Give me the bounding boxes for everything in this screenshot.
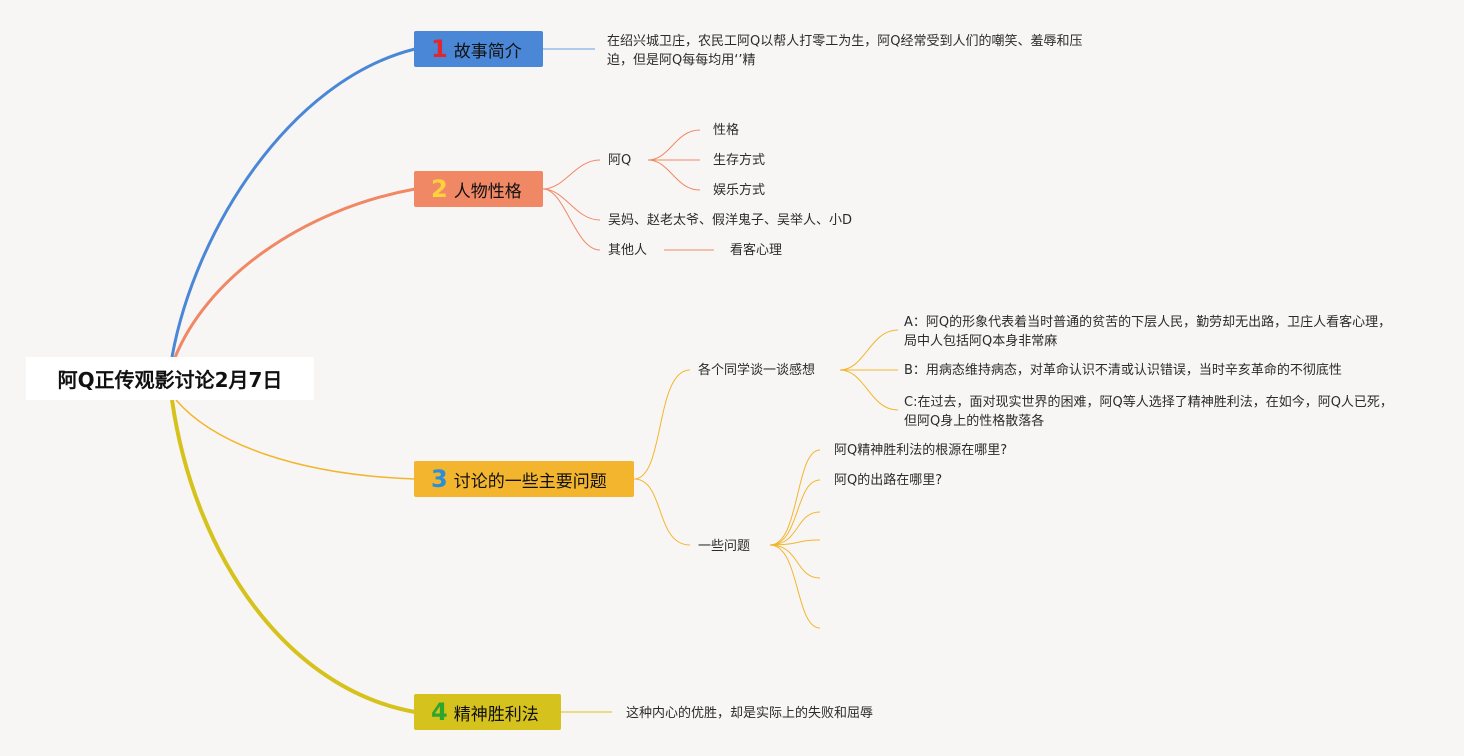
branch-number-3: 3 xyxy=(431,465,448,493)
branch-label: 讨论的一些主要问题 xyxy=(453,471,607,492)
spiritual-victory-text[interactable]: 这种内心的优胜，却是实际上的失败和屈辱 xyxy=(626,706,874,721)
connector-questions-blank-1 xyxy=(769,511,821,546)
connector-branch2-characters xyxy=(542,188,601,221)
connector-branch2-others xyxy=(542,188,601,251)
connector-root-branch3 xyxy=(175,399,416,480)
connector-root-branch1 xyxy=(170,47,416,358)
connector-aq-personality xyxy=(647,129,701,161)
connector-questions-q1 xyxy=(769,449,821,546)
connector-questions-blank-2 xyxy=(769,539,821,546)
node-entertainment-way[interactable]: 娱乐方式 xyxy=(713,183,766,198)
connector-root-branch4 xyxy=(170,399,416,714)
node-some-questions[interactable]: 一些问题 xyxy=(698,539,751,554)
connector-questions-blank-4 xyxy=(769,544,821,629)
feeling-b[interactable]: B：用病态维持病态，对革命认识不清或认识错误，当时辛亥革命的不彻底性 xyxy=(904,363,1342,378)
branch-label: 精神胜利法 xyxy=(453,704,539,725)
branch-label: 故事简介 xyxy=(453,41,522,62)
feeling-c[interactable]: C:在过去，面对现实世界的困难，阿Q等人选择了精神胜利法，在如今，阿Q人已死，但… xyxy=(904,395,1393,429)
branch-number-4: 4 xyxy=(431,698,448,726)
branch-spiritual-victory[interactable]: 4 精神胜利法 xyxy=(414,694,561,730)
question-1[interactable]: 阿Q精神胜利法的根源在哪里? xyxy=(834,443,1008,458)
feeling-a[interactable]: A：阿Q的形象代表着当时普通的贫苦的下层人民，勤劳却无出路，卫庄人看客心理，局中… xyxy=(904,315,1392,349)
node-spectator-mentality[interactable]: 看客心理 xyxy=(730,243,783,258)
connector-questions-blank-3 xyxy=(769,544,821,579)
root-title[interactable]: 阿Q正传观影讨论2月7日 xyxy=(26,357,314,400)
connector-questions-q2 xyxy=(769,479,821,546)
branch-number-2: 2 xyxy=(431,175,448,203)
branch-main-questions[interactable]: 3 讨论的一些主要问题 xyxy=(414,461,634,497)
connector-root-branch2 xyxy=(172,187,416,361)
branch-character-personality[interactable]: 2 人物性格 xyxy=(414,171,543,207)
connector-aq-entertainment xyxy=(647,159,701,191)
connector-branch2-aq xyxy=(542,159,601,190)
story-summary-text[interactable]: 在绍兴城卫庄，农民工阿Q以帮人打零工为生，阿Q经常受到人们的嘲笑、羞辱和压迫，但… xyxy=(607,34,1083,68)
connector-feelings-a xyxy=(839,329,899,371)
node-others[interactable]: 其他人 xyxy=(608,243,648,258)
branch-story-summary[interactable]: 1 故事简介 xyxy=(414,31,543,67)
branch-label: 人物性格 xyxy=(453,181,522,202)
connector-branch3-questions xyxy=(633,478,691,546)
node-personality[interactable]: 性格 xyxy=(713,123,740,138)
node-characters[interactable]: 吴妈、赵老太爷、假洋鬼子、吴举人、小D xyxy=(608,213,853,228)
branch-number-1: 1 xyxy=(431,35,448,63)
node-feelings[interactable]: 各个同学谈一谈感想 xyxy=(698,363,816,378)
node-aq[interactable]: 阿Q xyxy=(608,153,632,168)
node-survival-way[interactable]: 生存方式 xyxy=(713,153,766,168)
connector-branch3-feelings xyxy=(633,369,691,480)
question-2[interactable]: 阿Q的出路在哪里? xyxy=(834,473,943,488)
connector-feelings-c xyxy=(839,369,899,411)
